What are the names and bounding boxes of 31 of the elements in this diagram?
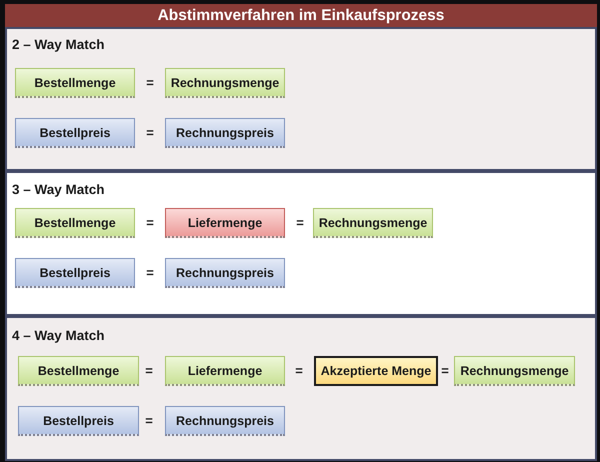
equals-sign: = <box>145 414 153 428</box>
section-heading: 4 – Way Match <box>12 328 105 344</box>
term-box: Rechnungsmenge <box>165 68 285 98</box>
equals-sign: = <box>146 216 154 230</box>
section-heading: 3 – Way Match <box>12 182 105 198</box>
term-box: Rechnungsmenge <box>454 356 575 386</box>
term-box: Rechnungspreis <box>165 406 285 436</box>
equals-sign: = <box>295 364 303 378</box>
equals-sign: = <box>146 126 154 140</box>
term-box: Bestellmenge <box>15 208 135 238</box>
section-heading: 2 – Way Match <box>12 37 105 53</box>
term-box: Liefermenge <box>165 356 285 386</box>
term-box: Liefermenge <box>165 208 285 238</box>
equals-sign: = <box>145 364 153 378</box>
equals-sign: = <box>296 216 304 230</box>
term-box: Bestellmenge <box>15 68 135 98</box>
term-box: Rechnungspreis <box>165 118 285 148</box>
equals-sign: = <box>146 76 154 90</box>
section-panel <box>5 316 597 461</box>
term-box: Rechnungspreis <box>165 258 285 288</box>
section-panel <box>5 27 597 171</box>
term-box: Akzeptierte Menge <box>314 356 438 386</box>
term-box: Bestellpreis <box>15 118 135 148</box>
equals-sign: = <box>441 364 449 378</box>
title-bar: Abstimmverfahren im Einkaufsprozess <box>5 4 597 27</box>
term-box: Bestellpreis <box>15 258 135 288</box>
term-box: Rechnungsmenge <box>313 208 433 238</box>
term-box: Bestellmenge <box>18 356 139 386</box>
section-panel <box>5 171 597 316</box>
term-box: Bestellpreis <box>18 406 139 436</box>
equals-sign: = <box>146 266 154 280</box>
